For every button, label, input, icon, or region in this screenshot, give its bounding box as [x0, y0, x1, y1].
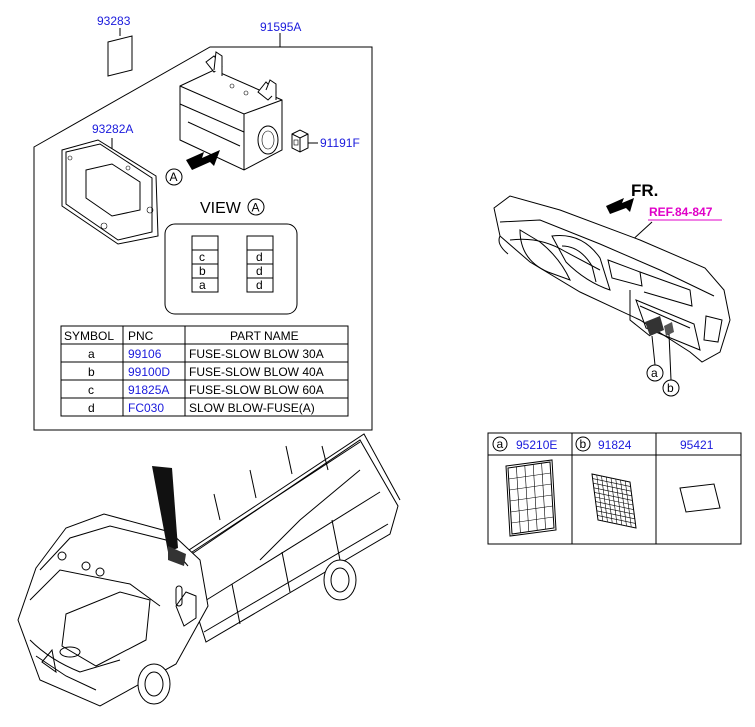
front-direction-arrow [606, 198, 634, 214]
legend-pnc-95210E[interactable]: 95210E [516, 438, 557, 452]
fuse-slot-letter: c [199, 250, 205, 264]
table-cell-symbol: c [88, 383, 94, 397]
parts-table: SYMBOL PNC PART NAME a 99106 FUSE-SLOW B… [60, 325, 349, 417]
table-cell-symbol: a [88, 347, 95, 361]
table-cell-pnc[interactable]: FC030 [128, 401, 164, 415]
pad-95421 [679, 483, 721, 513]
legend-pnc-91824[interactable]: 91824 [598, 438, 632, 452]
mesh-label-grid [592, 474, 636, 528]
grid-line [615, 478, 623, 526]
table-cell-name: SLOW BLOW-FUSE(A) [189, 401, 315, 415]
fuse-slots-left: c b a [191, 235, 219, 293]
view-label: VIEW [200, 200, 242, 217]
legend-box: a 95210E b 91824 95421 [487, 432, 742, 545]
grid-line [596, 474, 604, 522]
view-a-arrow: A [165, 150, 220, 186]
fuse-slot-letter: d [256, 264, 263, 278]
fuse-box-cover [61, 139, 159, 245]
assembly-frame [33, 46, 373, 431]
fuse-slot-letter: d [256, 250, 263, 264]
fuse-slot-letter: a [199, 278, 206, 292]
reference-label[interactable]: REF.84-847 [649, 205, 713, 219]
grid-line [624, 480, 632, 528]
label-pad-shape [107, 35, 133, 77]
grid-line [620, 479, 627, 527]
front-direction-label: FR. [631, 181, 658, 200]
table-cell-pnc[interactable]: 91825A [128, 383, 169, 397]
table-cell-symbol: b [88, 365, 95, 379]
grid-line [510, 505, 553, 513]
grid-line [532, 464, 538, 531]
fuse-box-housing [179, 51, 283, 171]
table-header-part-name: PART NAME [230, 329, 299, 343]
fuse-label-grid [508, 463, 554, 533]
view-a-frame [164, 223, 298, 315]
table-header-pnc: PNC [128, 329, 154, 343]
clip-part-91191F [291, 129, 309, 153]
view-circle-letter: A [252, 201, 260, 215]
grid-line [601, 475, 608, 523]
part-label-91191F[interactable]: 91191F [320, 136, 360, 150]
fuse-slot-letter: d [256, 278, 263, 292]
dashboard-panel [493, 195, 731, 363]
table-cell-name: FUSE-SLOW BLOW 30A [189, 347, 324, 361]
arrow-circle-letter: A [170, 170, 178, 184]
grid-line [541, 463, 546, 530]
legend-letter-a: a [497, 437, 504, 451]
grid-line [509, 494, 553, 502]
grid-line [509, 483, 552, 491]
grid-line [516, 466, 521, 533]
grid-line [508, 472, 551, 480]
grid-line [605, 476, 613, 524]
legend-letter-b: b [580, 437, 587, 451]
dash-callout-a: a [651, 366, 658, 380]
part-label-93283[interactable]: 93283 [97, 14, 131, 28]
table-header-symbol: SYMBOL [64, 329, 114, 343]
table-cell-pnc[interactable]: 99106 [128, 347, 162, 361]
table-cell-name: FUSE-SLOW BLOW 60A [189, 383, 324, 397]
fuse-slot-letter: b [199, 264, 206, 278]
legend-pnc-95421[interactable]: 95421 [680, 438, 714, 452]
table-cell-symbol: d [88, 401, 95, 415]
grid-line [524, 465, 530, 532]
grid-line [610, 477, 618, 525]
fuse-slots-right: d d d [246, 235, 274, 293]
truck-illustration [17, 433, 401, 707]
part-label-91595A[interactable]: 91595A [260, 20, 301, 34]
part-label-93282A[interactable]: 93282A [92, 122, 133, 136]
table-cell-name: FUSE-SLOW BLOW 40A [189, 365, 324, 379]
table-cell-pnc[interactable]: 99100D [128, 365, 170, 379]
grid-line [511, 516, 554, 524]
dash-callout-b: b [667, 381, 674, 395]
